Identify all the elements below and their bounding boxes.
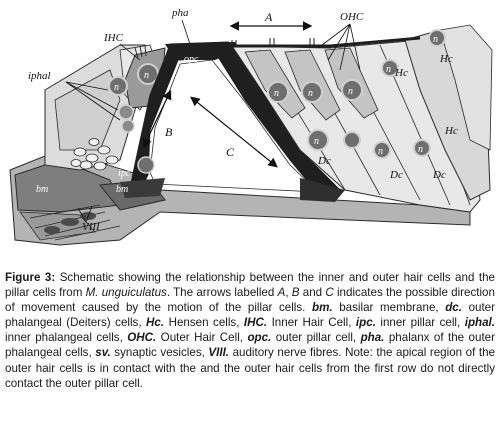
label-Hc-2: Hc xyxy=(439,53,453,65)
label-Dc-1: Dc xyxy=(317,155,331,167)
abbr-term: pha. xyxy=(360,331,385,345)
arrow-B xyxy=(142,89,172,149)
support-nuclei: n n n n n xyxy=(307,29,446,159)
abbr-definition: inner phalangeal cells, xyxy=(5,331,128,345)
svg-text:n: n xyxy=(314,136,319,147)
label-VIII: VIII xyxy=(82,221,101,233)
abbr-term: dc. xyxy=(445,301,462,315)
svg-text:n: n xyxy=(274,88,279,99)
label-pointers xyxy=(65,19,361,223)
label-bm-2: bm xyxy=(116,184,128,195)
abbr-term: opc. xyxy=(247,331,272,345)
label-ipc: ipc xyxy=(118,168,131,179)
abbr-definition: Hensen cells, xyxy=(164,316,244,330)
label-IHC: IHC xyxy=(103,32,124,44)
organ-of-corti-schematic: n n xyxy=(9,7,493,246)
abbr-definition: inner pillar cell, xyxy=(375,316,465,330)
ohc-nuclei: n n n xyxy=(267,79,363,103)
abbr-term: IHC. xyxy=(243,316,268,330)
abbr-definition: basilar membrane, xyxy=(332,301,446,315)
abbr-term: sv. xyxy=(95,346,111,360)
label-Hc-1: Hc xyxy=(394,67,408,79)
label-bm-1: bm xyxy=(36,184,48,195)
label-Hc-3: Hc xyxy=(444,125,458,137)
label-iphal: iphal xyxy=(28,70,51,82)
svg-text:n: n xyxy=(433,34,438,45)
label-OHC: OHC xyxy=(340,11,364,23)
label-C: C xyxy=(226,145,235,159)
abbr-definition: auditory nerve fibres. xyxy=(229,346,346,360)
caption-species: M. unguiculatus xyxy=(85,286,167,300)
abbr-definition: outer pillar cell, xyxy=(271,331,361,345)
abbr-term: iphal. xyxy=(464,316,495,330)
abbr-term: Hc. xyxy=(146,316,165,330)
abbr-term: OHC. xyxy=(127,331,157,345)
abbr-term: bm. xyxy=(312,301,333,315)
label-A: A xyxy=(264,10,273,24)
caption-note: Note: the apical region of the outer hai… xyxy=(5,346,495,390)
abbr-definition: Inner Hair Cell, xyxy=(267,316,356,330)
svg-text:n: n xyxy=(386,64,391,75)
abbr-term: VIII. xyxy=(208,346,230,360)
svg-text:n: n xyxy=(418,144,423,155)
caption-intro: Schematic showing the relationship betwe… xyxy=(5,271,495,300)
ipc-nucleus xyxy=(137,156,155,174)
nucleus-label: n xyxy=(144,70,149,81)
label-Dc-2: Dc xyxy=(389,169,403,181)
abbr-definition: phalanx of the outer phalangeal cells, xyxy=(5,331,495,360)
abbr-term: ipc. xyxy=(355,316,376,330)
arrow-C xyxy=(190,96,278,168)
figure-caption: Figure 3: Schematic showing the relation… xyxy=(5,271,495,390)
caption-abbreviations: bm. basilar membrane, dc. outer phalange… xyxy=(5,301,495,359)
synaptic-vesicles xyxy=(70,138,119,171)
movement-arrows xyxy=(142,21,313,168)
label-Dc-3: Dc xyxy=(432,169,446,181)
label-opc: opc xyxy=(184,54,199,65)
abbr-definition: Outer Hair Cell, xyxy=(156,331,248,345)
svg-text:n: n xyxy=(114,82,119,93)
svg-text:n: n xyxy=(308,88,313,99)
caption-figure-label: Figure 3: xyxy=(5,271,56,284)
svg-text:n: n xyxy=(348,86,353,97)
abbr-definition: outer phalangeal (Deiters) cells, xyxy=(5,301,495,330)
phalangeal-nuclei: n xyxy=(108,76,135,133)
label-B: B xyxy=(165,125,173,139)
label-pha: pha xyxy=(171,7,189,19)
abbr-definition: synaptic vesicles, xyxy=(110,346,209,360)
svg-text:n: n xyxy=(378,146,383,157)
reticular-lamina xyxy=(168,36,421,48)
